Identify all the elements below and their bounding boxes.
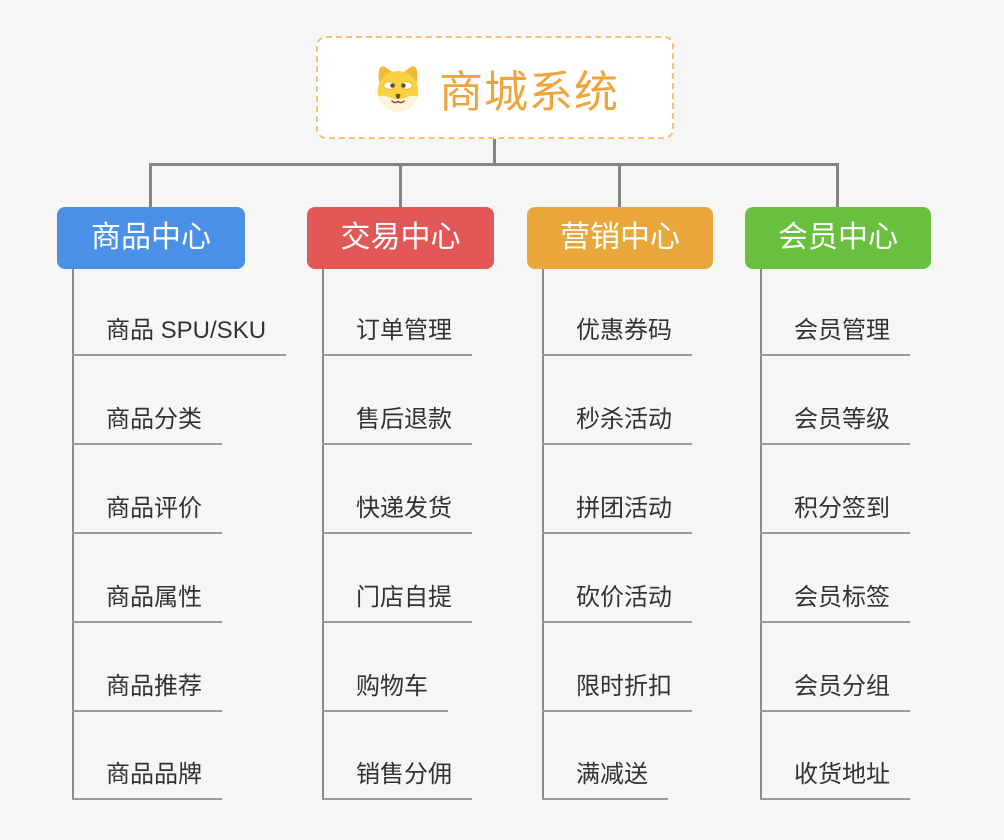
root-topic[interactable]: 商城系统 [316, 36, 674, 139]
branch-connector-trade [322, 269, 324, 800]
connector-root-stem [493, 139, 496, 166]
subtopic-product-review[interactable]: 商品评价 [72, 496, 222, 534]
subtopic-product-spu-sku[interactable]: 商品 SPU/SKU [72, 318, 287, 356]
root-topic-label: 商城系统 [439, 67, 619, 117]
subtopic-order-management[interactable]: 订单管理 [322, 318, 472, 356]
subtopic-coupon-codes[interactable]: 优惠券码 [542, 318, 692, 356]
branch-members: 会员中心 会员管理 会员等级 积分签到 会员标签 会员分组 收货地址 [745, 207, 931, 817]
branch-topic-members[interactable]: 会员中心 [745, 207, 931, 269]
subtopic-store-pickup[interactable]: 门店自提 [322, 585, 472, 623]
subtopic-member-level[interactable]: 会员等级 [760, 407, 910, 445]
branch-topic-products[interactable]: 商品中心 [57, 207, 245, 269]
subtopic-spend-and-save[interactable]: 满减送 [542, 762, 668, 800]
subtopic-points-checkin[interactable]: 积分签到 [760, 496, 910, 534]
connector-drop-marketing [618, 163, 621, 208]
subtopic-group-buy[interactable]: 拼团活动 [542, 496, 692, 534]
subtopic-bargain-activity[interactable]: 砍价活动 [542, 585, 692, 623]
subtopic-product-brand[interactable]: 商品品牌 [72, 762, 222, 800]
branch-topic-trade[interactable]: 交易中心 [307, 207, 494, 269]
subtopic-time-limited-discount[interactable]: 限时折扣 [542, 674, 692, 712]
subtopic-product-recommend[interactable]: 商品推荐 [72, 674, 222, 712]
connector-drop-members [836, 163, 839, 208]
subtopic-express-shipping[interactable]: 快递发货 [322, 496, 472, 534]
subtopic-shopping-cart[interactable]: 购物车 [322, 674, 448, 712]
subtopic-product-attribute[interactable]: 商品属性 [72, 585, 222, 623]
subtopic-aftersale-refund[interactable]: 售后退款 [322, 407, 472, 445]
branch-trade: 交易中心 订单管理 售后退款 快递发货 门店自提 购物车 销售分佣 [307, 207, 494, 817]
branch-products: 商品中心 商品 SPU/SKU 商品分类 商品评价 商品属性 商品推荐 商品品牌 [57, 207, 287, 817]
branch-connector-products [72, 269, 74, 800]
branch-topic-marketing[interactable]: 营销中心 [527, 207, 713, 269]
branch-connector-marketing [542, 269, 544, 800]
connector-drop-trade [399, 163, 402, 208]
connector-drop-products [149, 163, 152, 208]
connector-rail [149, 163, 839, 166]
dog-face-icon [377, 65, 419, 112]
subtopic-product-category[interactable]: 商品分类 [72, 407, 222, 445]
subtopic-sales-commission[interactable]: 销售分佣 [322, 762, 472, 800]
branch-connector-members [760, 269, 762, 800]
subtopic-member-management[interactable]: 会员管理 [760, 318, 910, 356]
subtopic-shipping-address[interactable]: 收货地址 [760, 762, 910, 800]
subtopic-flash-sale[interactable]: 秒杀活动 [542, 407, 692, 445]
branch-marketing: 营销中心 优惠券码 秒杀活动 拼团活动 砍价活动 限时折扣 满减送 [527, 207, 713, 817]
subtopic-member-groups[interactable]: 会员分组 [760, 674, 910, 712]
subtopic-member-tags[interactable]: 会员标签 [760, 585, 910, 623]
